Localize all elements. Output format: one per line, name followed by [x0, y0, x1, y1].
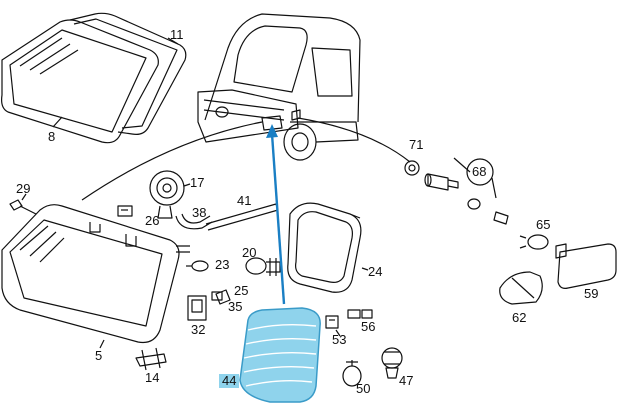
label-part-5: 5	[95, 348, 103, 363]
connector-part-32	[187, 295, 207, 321]
label-part-71: 71	[409, 137, 424, 152]
leader-arc-left	[81, 121, 263, 201]
indicator-part-62	[499, 271, 543, 305]
leader-11	[167, 37, 179, 45]
label-part-50: 50	[356, 381, 371, 396]
label-part-11: 11	[170, 27, 184, 42]
hose-part-38	[175, 213, 213, 230]
bulb-part-20	[245, 257, 281, 276]
windshield-glass-part-8	[1, 19, 159, 144]
label-part-53: 53	[332, 332, 347, 347]
label-part-14: 14	[145, 370, 160, 385]
clip-part-35	[211, 291, 223, 301]
label-part-8: 8	[48, 129, 56, 144]
rear-lamp-part-44	[239, 307, 321, 403]
label-part-20: 20	[242, 245, 257, 260]
label-part-65: 65	[536, 217, 551, 232]
label-part-25: 25	[234, 283, 249, 298]
label-part-47: 47	[399, 373, 414, 388]
label-part-26: 26	[145, 213, 160, 228]
label-part-62: 62	[512, 310, 527, 325]
label-part-24: 24	[368, 264, 383, 279]
clip-part-56	[347, 309, 373, 319]
leader-29	[21, 193, 27, 201]
callout-circle-68	[466, 158, 494, 186]
connector-part-71	[404, 160, 420, 176]
label-part-41: 41	[237, 193, 252, 208]
bracket-part-14	[135, 347, 167, 371]
label-part-38: 38	[192, 205, 207, 220]
clip-part-53	[325, 315, 339, 329]
leader-arc-right	[297, 117, 411, 163]
label-part-59: 59	[584, 286, 599, 301]
leader-17	[183, 183, 191, 187]
leader-5	[99, 339, 105, 349]
bulb-part-50	[342, 360, 362, 387]
van-body	[197, 13, 361, 161]
label-part-29: 29	[16, 181, 31, 196]
label-part-32: 32	[191, 322, 206, 337]
bulb-socket-part-25	[215, 289, 231, 305]
small-bulb	[493, 211, 509, 225]
washer-part	[467, 198, 481, 210]
label-part-68: 68	[472, 164, 487, 179]
leader-8	[52, 116, 63, 128]
horn-part-17	[149, 170, 185, 219]
label-part-56: 56	[361, 319, 376, 334]
label-part-23: 23	[215, 257, 230, 272]
bulb-part-65	[519, 234, 549, 250]
socket-part-47	[381, 347, 403, 379]
label-part-44-highlighted: 44	[219, 374, 240, 388]
leader-24	[361, 267, 369, 271]
bulb-part-23	[186, 260, 209, 272]
label-part-17: 17	[190, 175, 205, 190]
leader-53	[335, 329, 341, 337]
frame-part-24	[287, 202, 362, 293]
bolt-part-29	[9, 199, 37, 215]
windshield-seal-part-11	[69, 12, 187, 135]
side-marker-part-59	[555, 243, 617, 289]
highlight-arrow	[266, 124, 286, 305]
clip-part-26	[117, 205, 133, 217]
label-part-35: 35	[228, 299, 243, 314]
headlamp-part-5	[1, 204, 190, 344]
